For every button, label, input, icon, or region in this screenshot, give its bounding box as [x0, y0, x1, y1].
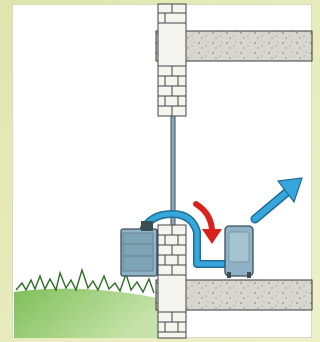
indoor-unit-icon	[224, 225, 254, 278]
outdoor-unit-icon	[120, 221, 158, 277]
brick-wall-upper	[157, 3, 187, 117]
brick-wall-lower	[157, 224, 187, 339]
red-arrow-icon	[193, 201, 222, 244]
blue-arrow-icon	[250, 177, 303, 224]
grass-icon	[15, 267, 155, 294]
ground	[14, 288, 158, 338]
